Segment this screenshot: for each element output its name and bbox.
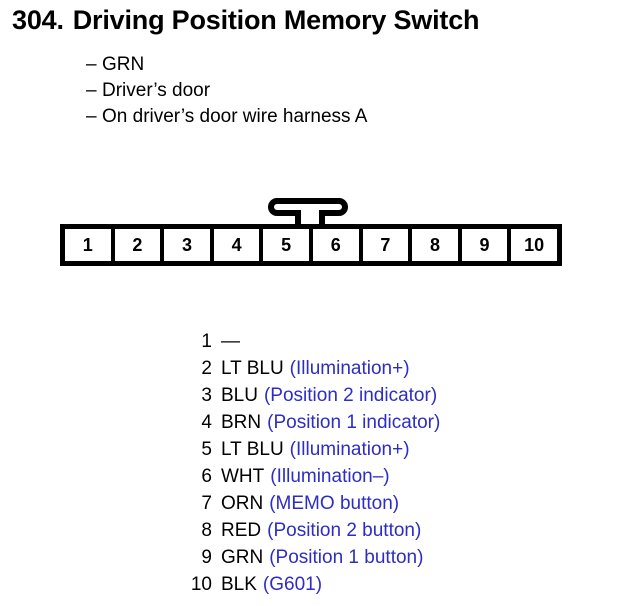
pin-row: 8 RED(Position 2 button) [152,517,440,544]
pin-row: 9 GRN(Position 1 button) [152,544,440,571]
pin-row: 4 BRN(Position 1 indicator) [152,409,440,436]
pin-row: 2 LT BLU(Illumination+) [152,355,440,382]
locking-tab-joint [301,208,319,218]
cavity-6: 6 [312,229,359,261]
pin-description: (MEMO button) [269,493,400,514]
pin-wire-color: LT BLU [221,358,284,379]
pin-row: 3 BLU(Position 2 indicator) [152,382,440,409]
pin-description: (Illumination+) [289,439,410,460]
section-number: 304. [12,5,64,35]
connector-diagram: 1 2 3 4 5 6 7 8 9 10 [60,196,562,266]
pin-wire-color: LT BLU [221,439,284,460]
pin-description: (Illumination+) [289,358,410,379]
pin-description: (Illumination–) [270,466,390,487]
cavity-10: 10 [511,229,557,261]
pin-row: 7 ORN(MEMO button) [152,490,440,517]
cavity-7: 7 [362,229,409,261]
pin-number: 4 [201,412,212,433]
pin-number: 8 [201,520,212,541]
pin-number: 9 [201,547,212,568]
cavity-9: 9 [461,229,508,261]
pin-wire-color: WHT [221,466,265,487]
pin-description: (Position 2 button) [267,520,422,541]
list-item: –GRN [86,52,367,78]
connector-cavity-row: 1 2 3 4 5 6 7 8 9 10 [60,224,562,266]
pin-row: 5 LT BLU(Illumination+) [152,436,440,463]
pin-description: (Position 1 indicator) [267,412,441,433]
attribute-location: Driver’s door [102,80,211,101]
page-title: 304. Driving Position Memory Switch [12,4,480,36]
pin-number: 6 [201,466,212,487]
pin-number: 7 [201,493,212,514]
pin-number: 1 [201,331,212,352]
list-item: –On driver’s door wire harness A [86,104,367,130]
pin-description: (G601) [262,574,323,595]
list-item: –Driver’s door [86,78,367,104]
attribute-wire-color: GRN [102,54,145,75]
cavity-1: 1 [65,229,111,261]
pin-wire-color: ORN [221,493,264,514]
attribute-harness: On driver’s door wire harness A [102,106,368,127]
bullet-dash: – [86,80,97,101]
pin-wire-color: RED [221,520,262,541]
cavity-4: 4 [213,229,260,261]
pin-wire-color: BLK [221,574,257,595]
pin-wire-color: — [221,331,240,352]
bullet-dash: – [86,106,97,127]
pin-wire-color: BRN [221,412,262,433]
cavity-2: 2 [114,229,161,261]
connector-attributes: –GRN –Driver’s door –On driver’s door wi… [86,52,367,130]
pin-number: 10 [190,574,212,595]
section-title: Driving Position Memory Switch [72,5,480,35]
pin-number: 2 [201,358,212,379]
pin-wire-color: GRN [221,547,264,568]
bullet-dash: – [86,54,97,75]
cavity-5: 5 [263,229,309,261]
pin-wire-color: BLU [221,385,258,406]
pin-number: 5 [201,439,212,460]
pin-number: 3 [201,385,212,406]
pin-description: (Position 2 indicator) [263,385,438,406]
pin-row: 6 WHT(Illumination–) [152,463,440,490]
pin-row: 10 BLK(G601) [152,571,440,598]
cavity-3: 3 [164,229,210,261]
pin-description: (Position 1 button) [269,547,424,568]
pin-row: 1— [152,328,440,355]
cavity-8: 8 [412,229,458,261]
